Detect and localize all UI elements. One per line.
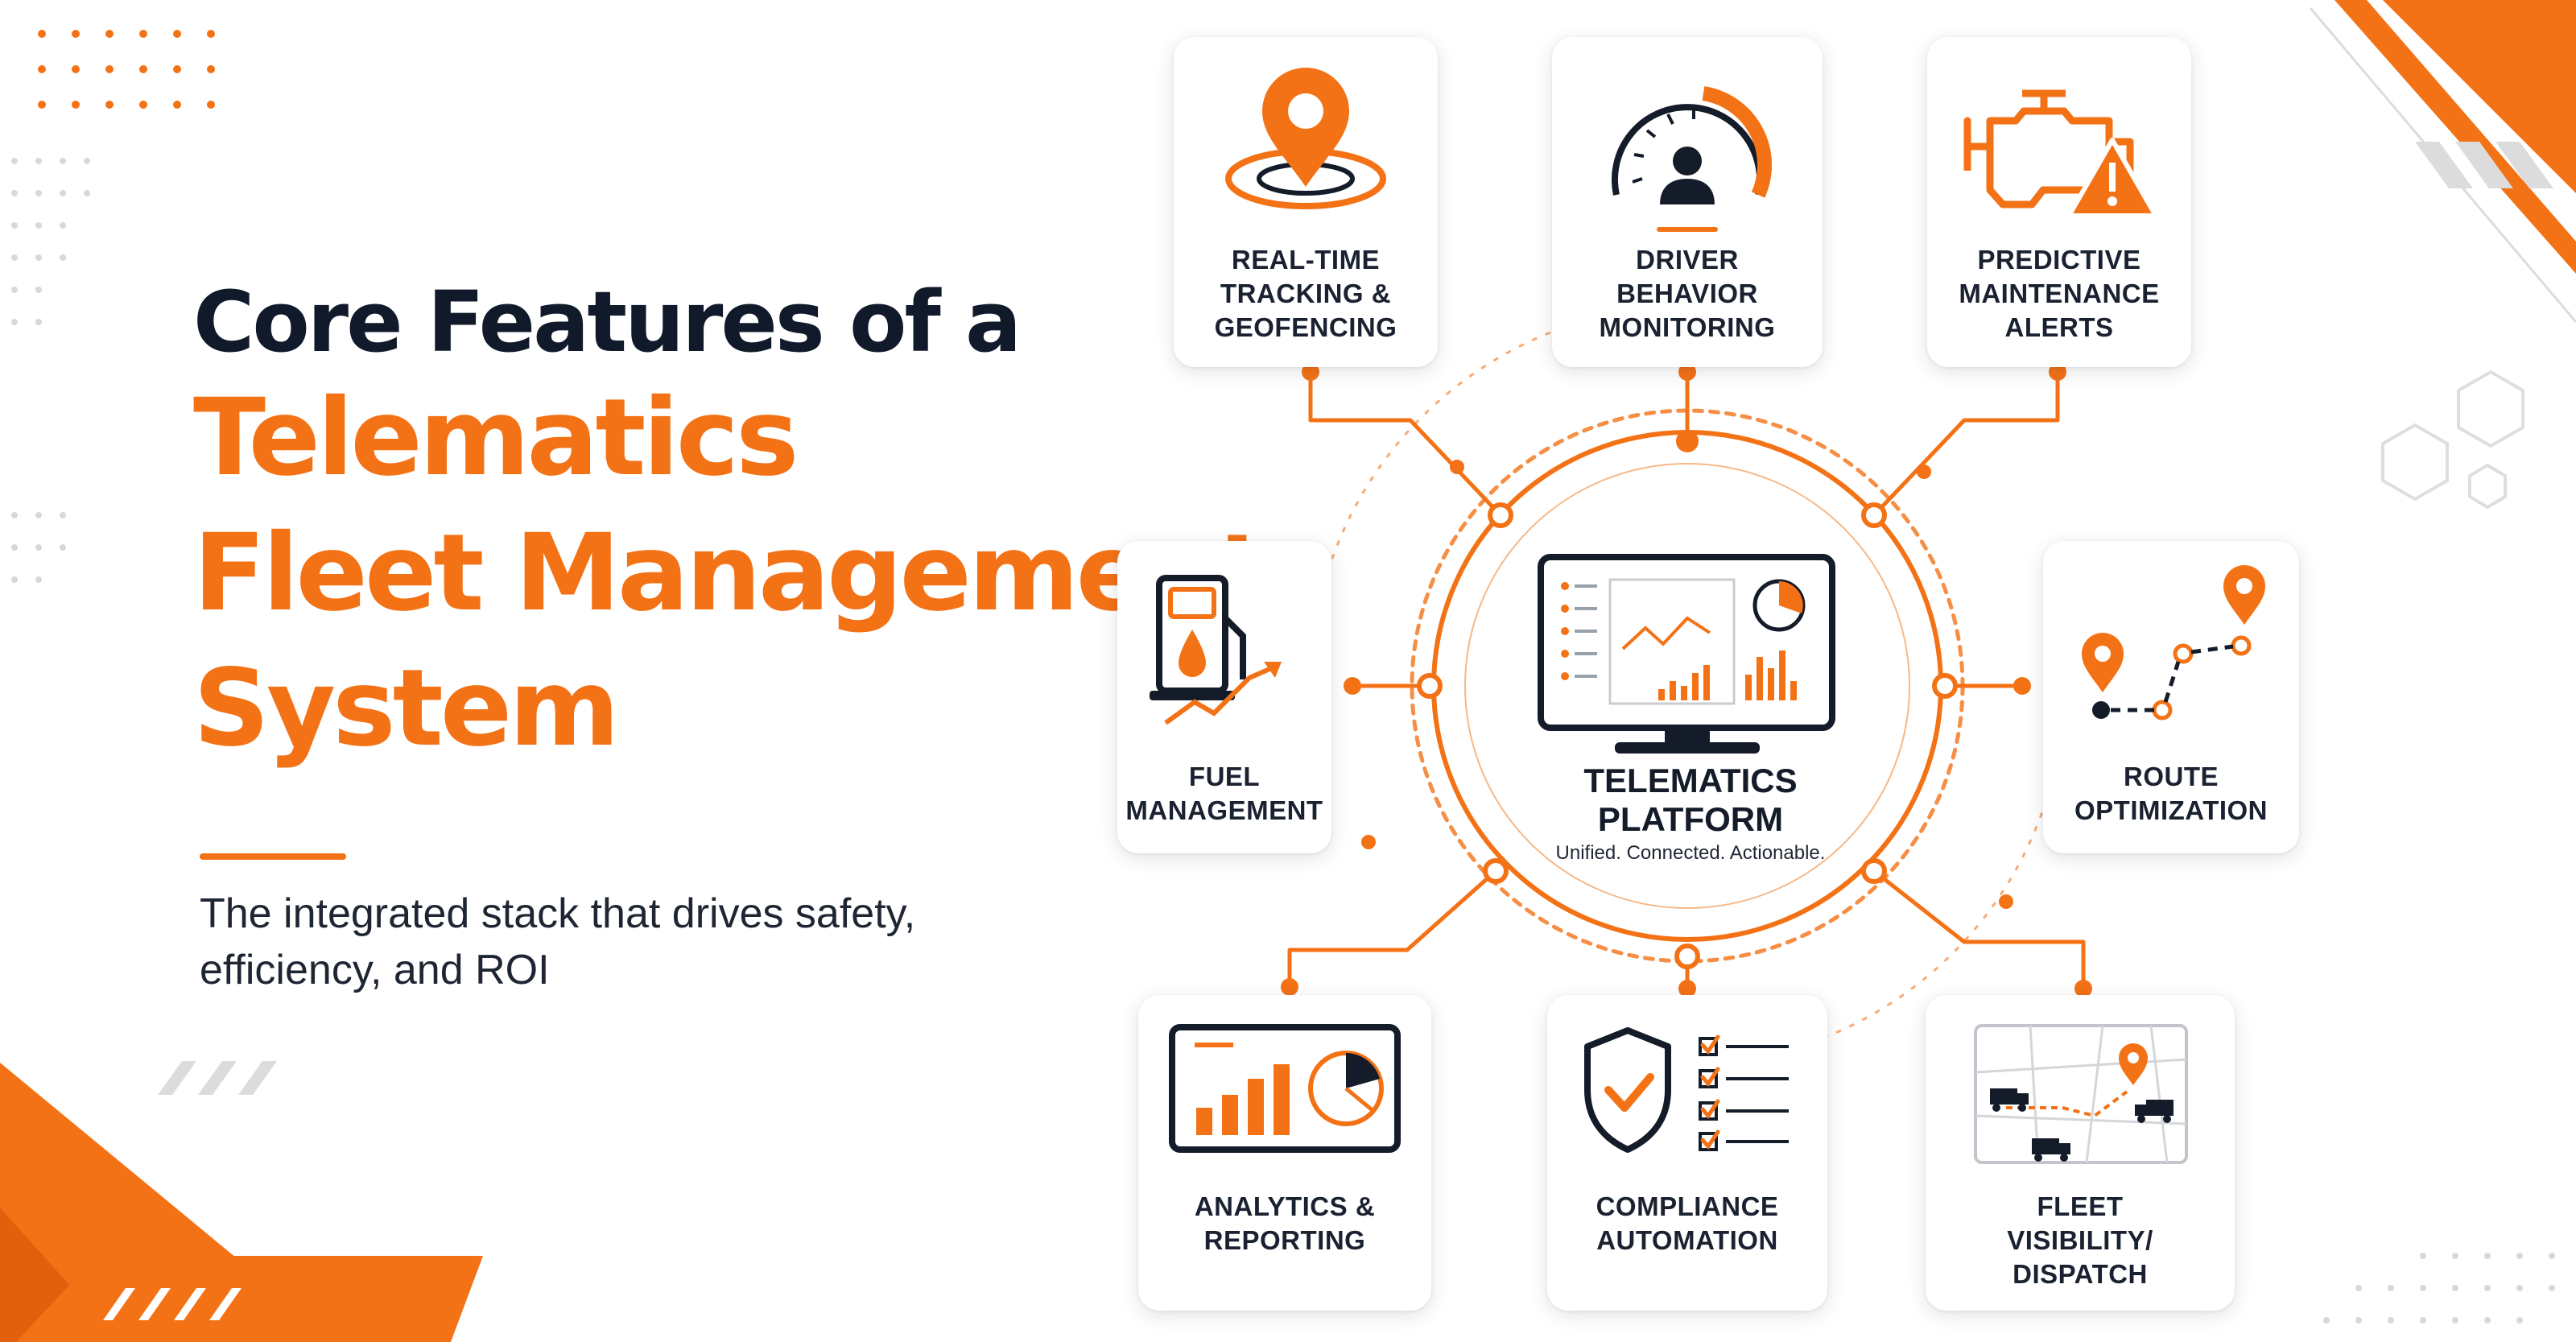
- feature-card-analytics: ANALYTICS & REPORTING: [1138, 995, 1431, 1311]
- feature-label: COMPLIANCE AUTOMATION: [1596, 1191, 1779, 1255]
- location-pin-icon: [1225, 68, 1386, 209]
- feature-label: FLEET VISIBILITY/ DISPATCH: [2007, 1191, 2153, 1289]
- headline-divider: [200, 853, 346, 860]
- feature-label: ROUTE OPTIMIZATION: [2074, 762, 2268, 825]
- speedometer-driver-icon: [1612, 86, 1772, 232]
- feature-card-dispatch: FLEET VISIBILITY/ DISPATCH: [1926, 995, 2235, 1311]
- feature-label: FUEL MANAGEMENT: [1125, 762, 1323, 825]
- headline-line-1: Core Features of a: [193, 273, 1022, 371]
- headline: Core Features of a Telematics Fleet Mana…: [193, 273, 1268, 776]
- analytics-chart-icon: [1169, 1024, 1401, 1153]
- feature-card-maintenance: PREDICTIVE MAINTENANCE ALERTS: [1927, 37, 2191, 367]
- headline-line-4: System: [193, 646, 620, 770]
- feature-label: DRIVER BEHAVIOR MONITORING: [1599, 245, 1776, 342]
- fuel-pump-icon: [1150, 575, 1282, 725]
- dispatch-map-icon: [1974, 1024, 2188, 1164]
- feature-card-fuel: FUEL MANAGEMENT: [1117, 541, 1331, 853]
- platform-tagline: Unified. Connected. Actionable.: [1555, 842, 1826, 864]
- headline-line-2: Telematics: [193, 376, 799, 500]
- route-icon: [2082, 565, 2265, 721]
- subtitle: The integrated stack that drives safety,…: [200, 890, 916, 993]
- feature-label: PREDICTIVE MAINTENANCE ALERTS: [1959, 245, 2160, 342]
- feature-card-route: ROUTE OPTIMIZATION: [2043, 541, 2299, 853]
- feature-card-tracking: REAL-TIME TRACKING & GEOFENCING: [1174, 37, 1438, 367]
- platform-title: TELEMATICS PLATFORM: [1583, 762, 1798, 838]
- feature-label: ANALYTICS & REPORTING: [1194, 1191, 1376, 1255]
- shield-checklist-icon: [1584, 1027, 1789, 1153]
- feature-label: REAL-TIME TRACKING & GEOFENCING: [1214, 245, 1397, 342]
- headline-line-3: Fleet Management: [193, 511, 1268, 635]
- feature-card-driver: DRIVER BEHAVIOR MONITORING: [1552, 37, 1823, 367]
- feature-card-compliance: COMPLIANCE AUTOMATION: [1547, 995, 1827, 1311]
- engine-warning-icon: [1963, 89, 2158, 218]
